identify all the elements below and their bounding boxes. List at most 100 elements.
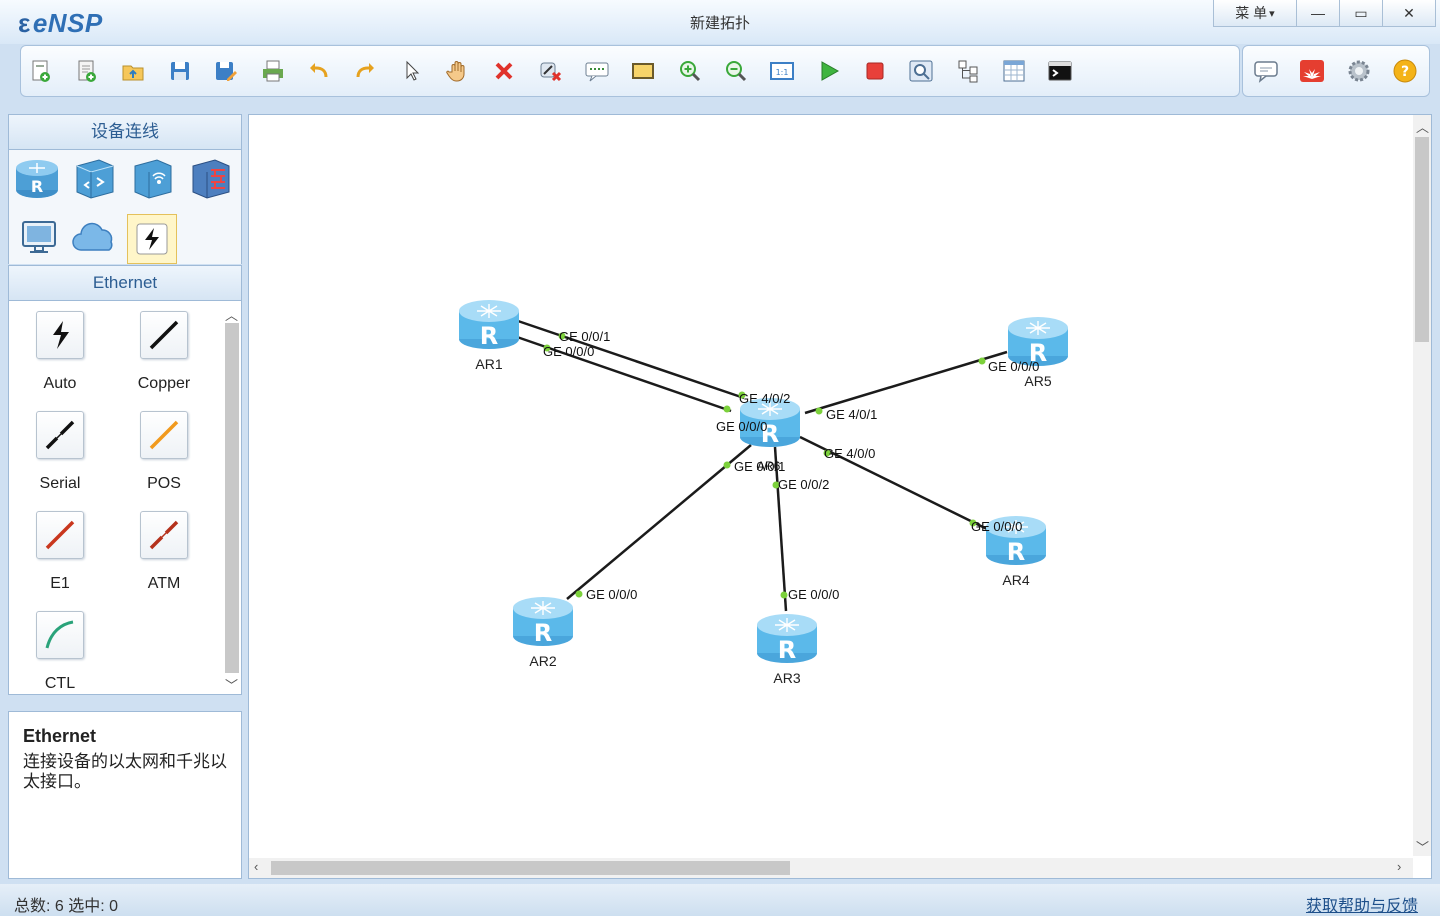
router-ar1[interactable]: R AR1	[449, 295, 529, 372]
capture-data-icon[interactable]	[908, 58, 934, 84]
ensp-logo-icon: ε	[18, 8, 31, 38]
stop-device-icon[interactable]	[862, 58, 888, 84]
title-bar: εeNSP 新建拓扑 菜 单▾ — ▭ ✕	[0, 0, 1440, 44]
link-ar3[interactable]	[773, 446, 788, 612]
port-label: GE 0/0/0	[788, 587, 840, 602]
cable-e1[interactable]: E1	[15, 511, 105, 593]
port-label: GE 4/0/2	[739, 391, 791, 406]
cloud-icon[interactable]	[71, 214, 119, 262]
port-dots	[543, 332, 986, 599]
save-icon[interactable]	[167, 58, 193, 84]
cable-label: Serial	[39, 475, 81, 492]
settings-icon[interactable]	[1346, 58, 1372, 84]
cable-list-scrollbar[interactable]: ︿ ﹀	[223, 305, 239, 693]
auto-cable-icon	[36, 311, 84, 359]
router-icon: R	[757, 614, 817, 664]
router-ar3[interactable]: R AR3	[747, 609, 827, 686]
port-dot	[978, 357, 986, 365]
scroll-up-icon[interactable]: ︿	[225, 308, 239, 323]
topology-canvas[interactable]: R AR1 R R AR5 R AR4 R AR2 R AR3 GE 0/0/1…	[248, 114, 1432, 879]
router-icon: R	[740, 398, 800, 448]
minimize-button[interactable]: —	[1296, 0, 1340, 27]
port-label: GE 0/0/0	[543, 344, 595, 359]
cable-pos[interactable]: POS	[119, 411, 209, 493]
close-button[interactable]: ✕	[1382, 0, 1436, 27]
wireless-icon[interactable]	[129, 154, 177, 202]
cable-label: E1	[50, 575, 70, 592]
firewall-icon[interactable]	[187, 154, 235, 202]
node-label: AR3	[773, 670, 801, 686]
switch-icon[interactable]	[71, 154, 119, 202]
maximize-button[interactable]: ▭	[1339, 0, 1383, 27]
link-ar1-ge000[interactable]	[516, 335, 732, 413]
scroll-right-icon[interactable]: ›	[1397, 859, 1402, 874]
app-logo: εeNSP	[18, 8, 103, 38]
router-ar2[interactable]: R AR2	[503, 592, 583, 669]
port-label: GE 0/0/1	[559, 329, 611, 344]
cable-copper[interactable]: Copper	[119, 311, 209, 393]
palette-grid-icon[interactable]	[1001, 58, 1027, 84]
link-ar4[interactable]	[799, 435, 990, 532]
rectangle-icon[interactable]	[630, 58, 656, 84]
link-ar1-ge001[interactable]	[514, 318, 745, 400]
huawei-icon[interactable]	[1299, 58, 1325, 84]
open-icon[interactable]	[120, 58, 146, 84]
atm-cable-icon	[140, 511, 188, 559]
port-dot	[575, 590, 583, 598]
scrollbar-thumb[interactable]	[225, 323, 239, 673]
save-as-icon[interactable]	[213, 58, 239, 84]
link-ar2[interactable]	[566, 444, 752, 600]
cable-atm[interactable]: ATM	[119, 511, 209, 593]
svg-text:R: R	[480, 322, 498, 350]
port-dot	[823, 449, 831, 457]
svg-text:R: R	[761, 420, 779, 448]
undo-icon[interactable]	[306, 58, 332, 84]
command-line-icon[interactable]	[1047, 58, 1073, 84]
help-feedback-link[interactable]: 获取帮助与反馈	[1305, 898, 1418, 915]
forum-icon[interactable]	[1253, 58, 1279, 84]
link-ar5[interactable]	[804, 350, 1008, 415]
scrollbar-thumb[interactable]	[1415, 137, 1429, 342]
print-icon[interactable]	[260, 58, 286, 84]
cable-ctl[interactable]: CTL	[15, 611, 105, 693]
router-ar5[interactable]: R AR5	[998, 312, 1078, 389]
redo-icon[interactable]	[352, 58, 378, 84]
router-center[interactable]: R	[730, 393, 810, 452]
router-icon[interactable]: R	[13, 154, 61, 202]
select-icon[interactable]	[399, 58, 425, 84]
scrollbar-thumb[interactable]	[271, 861, 790, 875]
cable-label: CTL	[44, 675, 76, 692]
canvas-vertical-scrollbar[interactable]: ︿ ﹀	[1413, 115, 1431, 856]
port-dot	[780, 591, 788, 599]
pan-hand-icon[interactable]	[445, 58, 471, 84]
scroll-left-icon[interactable]: ‹	[254, 859, 259, 874]
start-device-icon[interactable]	[816, 58, 842, 84]
router-ar4[interactable]: R AR4	[976, 511, 1056, 588]
menu-button[interactable]: 菜 单▾	[1213, 0, 1297, 27]
cable-serial[interactable]: Serial	[15, 411, 105, 493]
pc-icon[interactable]	[15, 214, 63, 262]
delete-icon[interactable]	[491, 58, 517, 84]
text-comment-icon[interactable]	[584, 58, 610, 84]
router-icon: R	[986, 516, 1046, 566]
delete-link-icon[interactable]	[538, 58, 564, 84]
canvas-horizontal-scrollbar[interactable]: ‹ ›	[249, 858, 1413, 878]
port-label: GE 0/0/2	[778, 477, 830, 492]
node-label: AR4	[1002, 572, 1030, 588]
chevron-down-icon: ▾	[1269, 7, 1275, 20]
cable-connector-icon[interactable]	[127, 214, 177, 264]
new-topology-icon[interactable]	[28, 58, 54, 84]
fit-view-icon[interactable]: 1:1	[769, 58, 795, 84]
scroll-down-icon[interactable]: ﹀	[225, 678, 239, 693]
port-label: GE 4/0/0	[824, 446, 876, 461]
scroll-up-icon[interactable]: ︿	[1416, 120, 1430, 135]
selection-count: 总数: 6 选中: 0	[14, 898, 119, 915]
svg-text:1:1: 1:1	[776, 68, 789, 77]
zoom-out-icon[interactable]	[723, 58, 749, 84]
scroll-down-icon[interactable]: ﹀	[1416, 840, 1430, 855]
cable-auto[interactable]: Auto	[15, 311, 105, 393]
show-interfaces-icon[interactable]	[955, 58, 981, 84]
new-example-icon[interactable]	[74, 58, 100, 84]
zoom-in-icon[interactable]	[677, 58, 703, 84]
help-icon[interactable]: ?	[1392, 58, 1418, 84]
